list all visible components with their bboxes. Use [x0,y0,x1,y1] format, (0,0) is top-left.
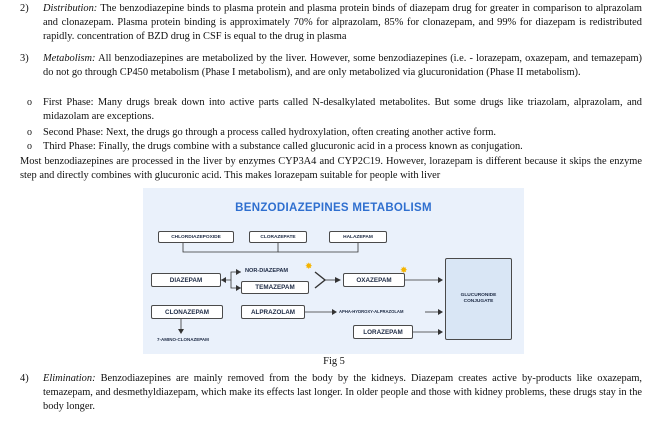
distribution-text: The benzodiazepine binds to plasma prote… [43,3,642,43]
box-halazepam: HALAZEPAM [329,231,387,243]
item-number-3: 3) [20,53,29,64]
star-icon: ✸ [400,266,408,276]
pathway-arrows [178,242,443,335]
metabolism-paragraph: 3) Metabolism: All benzodiazepines are m… [20,52,642,80]
elimination-heading: Elimination: [43,373,96,384]
bullet-first-phase: o [27,97,32,108]
distribution-heading: Distribution: [43,3,98,14]
metabolism-text: All benzodiazepines are metabolized by t… [43,53,642,79]
elimination-text: Benzodiazepines are mainly removed from … [43,373,642,413]
bullet-third-phase: o [27,141,32,152]
elimination-paragraph: 4) Elimination: Benzodiazepines are main… [20,372,642,415]
figure-title: BENZODIAZEPINES METABOLISM [235,202,432,214]
item-number-4: 4) [20,373,29,384]
box-lorazepam: LORAZEPAM [353,325,413,339]
box-oxazepam: OXAZEPAM [343,273,405,287]
box-glucuronide-conjugate: GLUCURONIDE CONJUGATE [445,258,512,340]
item-number-2: 2) [20,3,29,14]
bullet-second-phase: o [27,127,32,138]
first-phase-text: First Phase: Many drugs break down into … [43,97,642,123]
box-clorazepate: CLORAZEPATE [249,231,307,243]
star-icon: ✸ [305,262,313,272]
figure-caption: Fig 5 [323,356,345,367]
box-alprazolam: ALPRAZOLAM [241,305,305,319]
summary-paragraph: Most benzodiazepines are processed in th… [20,156,642,182]
label-7-amino-clonazepam: 7-AMINO-CLONAZEPAM [157,337,209,342]
metabolism-figure: BENZODIAZEPINES METABOLISM CHLORDIAZEPOX… [143,188,524,354]
box-clonazepam: CLONAZEPAM [151,305,223,319]
box-temazepam: TEMAZEPAM [241,281,309,294]
label-nor-diazepam: NOR-DIAZEPAM [245,268,289,274]
box-diazepam: DIAZEPAM [151,273,221,287]
box-chlordiazepoxide: CHLORDIAZEPOXIDE [158,231,234,243]
second-phase-text: Second Phase: Next, the drugs go through… [43,127,497,138]
distribution-paragraph: 2) Distribution: The benzodiazepine bind… [20,2,642,45]
label-apha-hydroxy-alprazolam: APHA-HYDROXY-ALPRAZOLAM [339,309,404,314]
third-phase-text: Third Phase: Finally, the drugs combine … [43,141,523,152]
metabolism-heading: Metabolism: [43,53,96,64]
